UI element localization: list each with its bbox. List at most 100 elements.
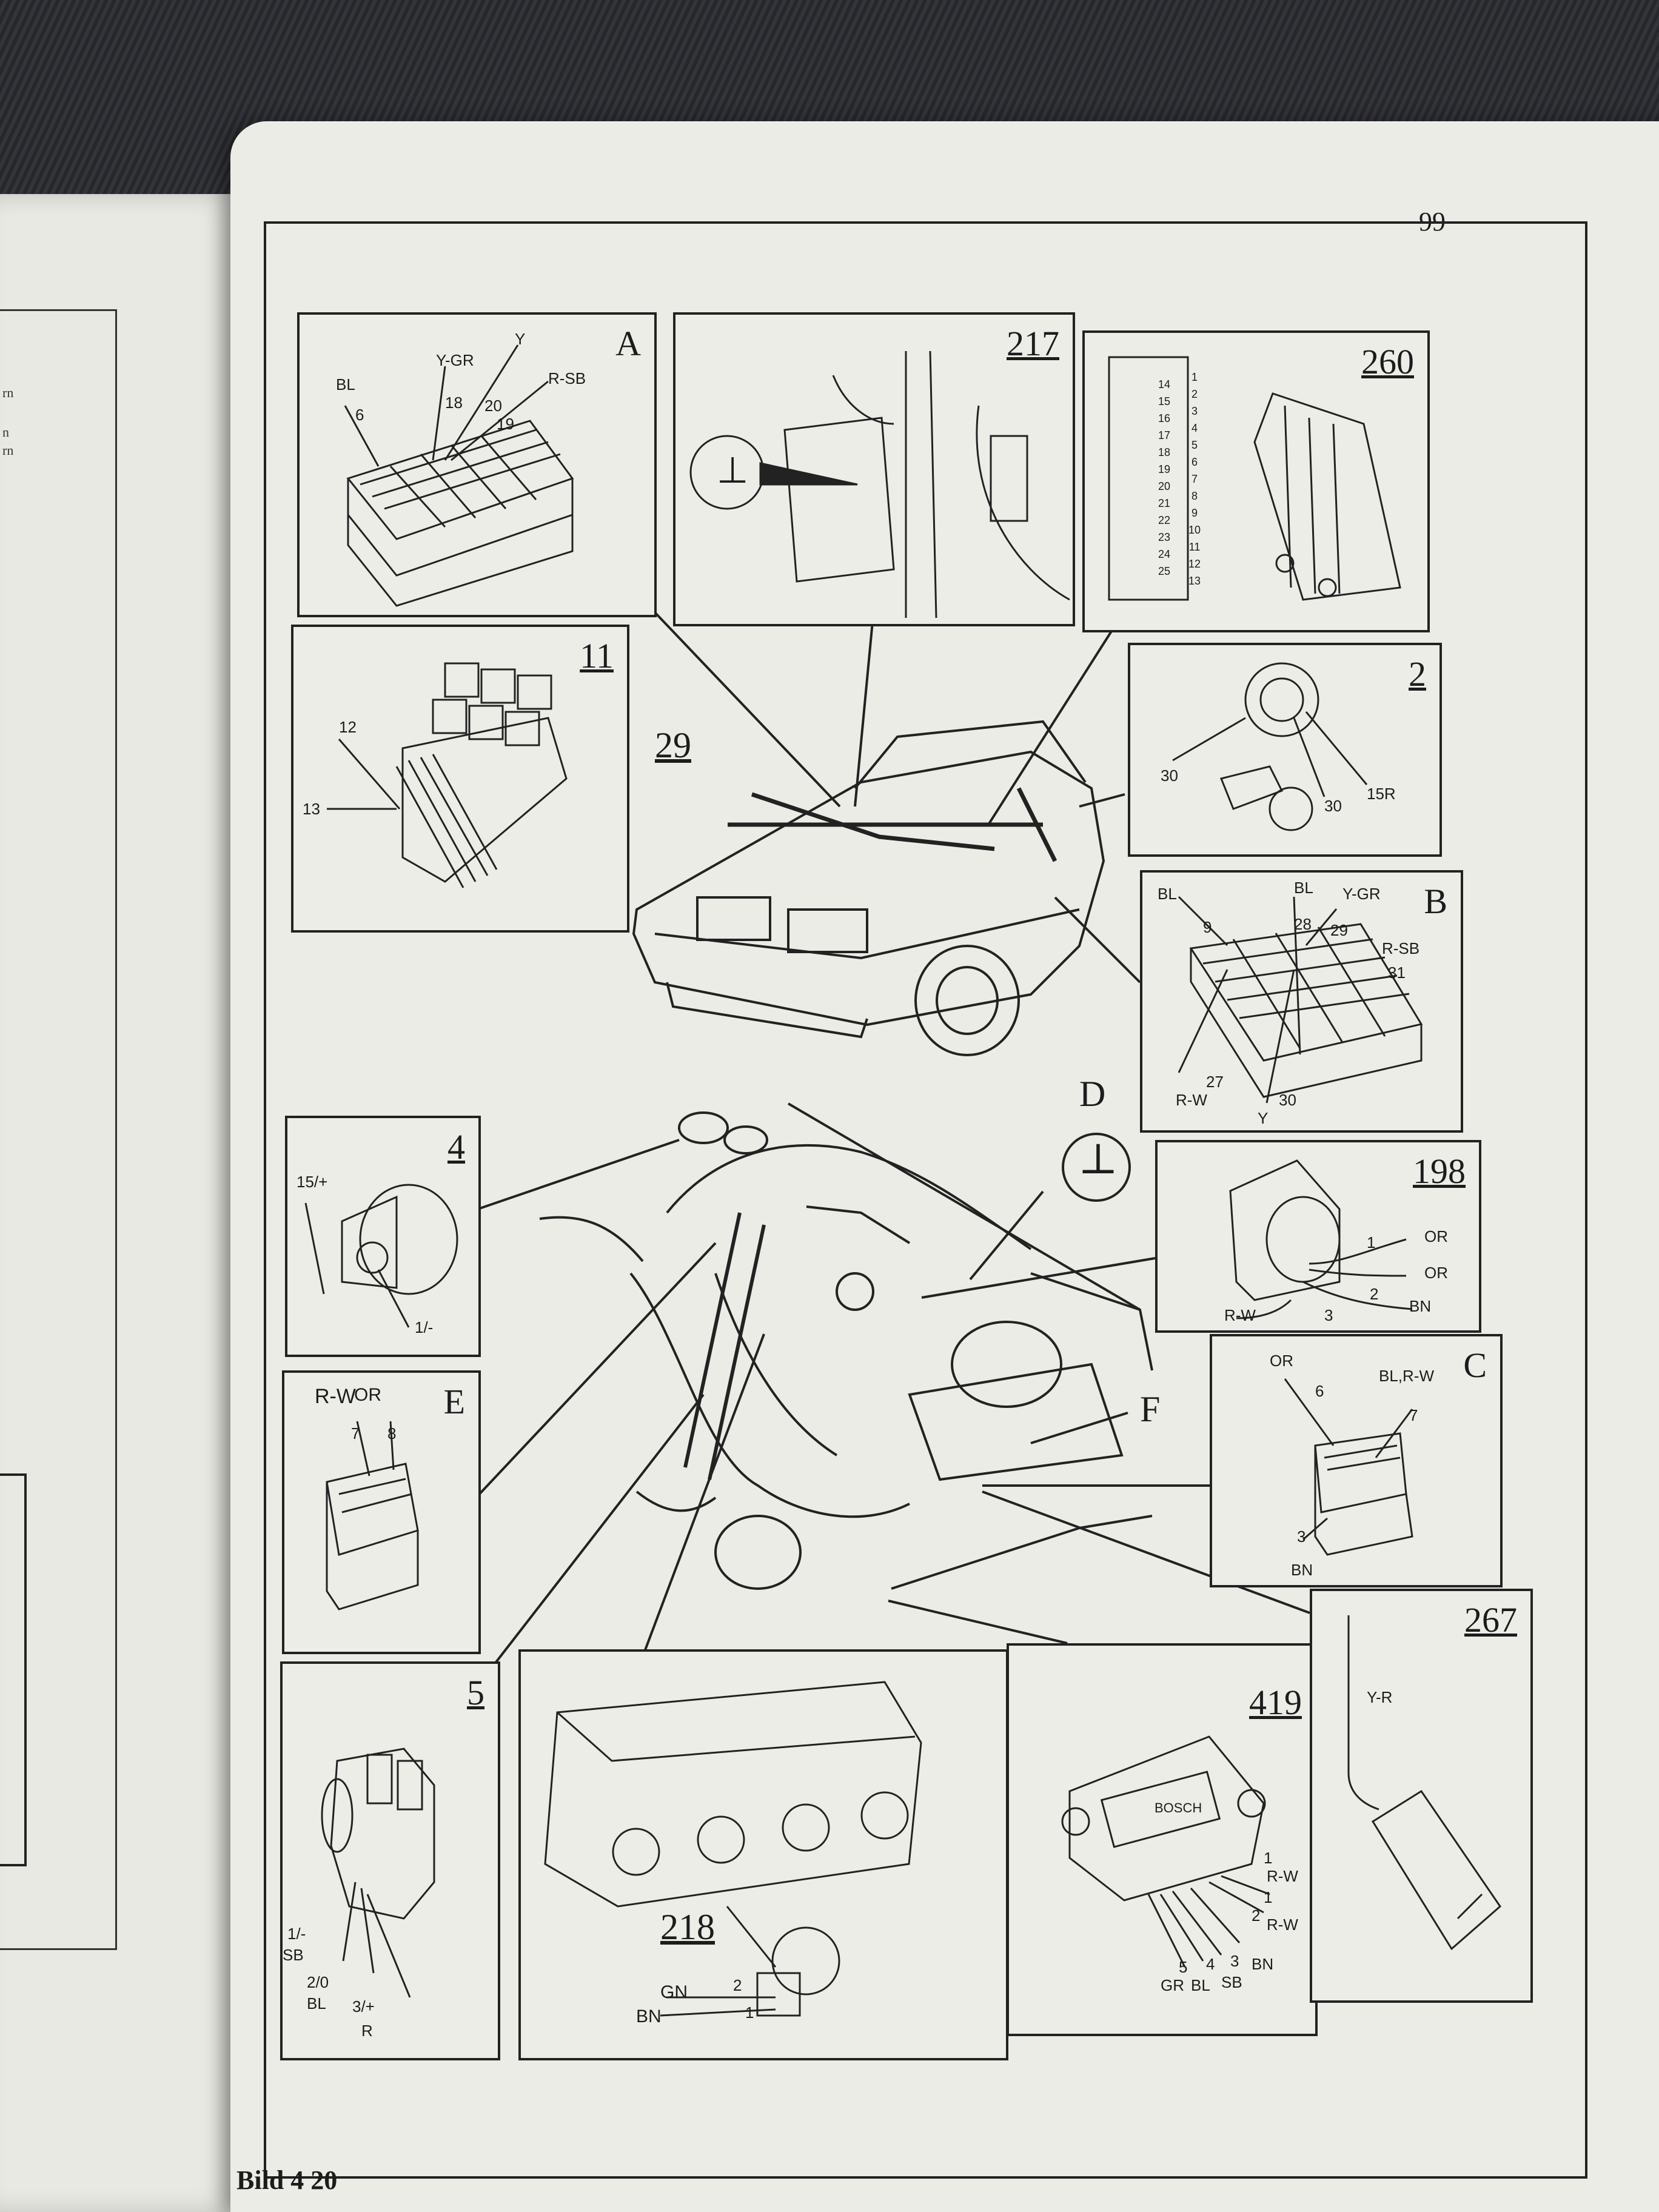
pin-number: 7: [1409, 1406, 1418, 1424]
wire-label: BN: [1291, 1561, 1313, 1579]
pin-number: 18: [445, 394, 463, 412]
wire-label: BN: [1252, 1955, 1274, 1973]
pin-number: 6: [355, 406, 364, 424]
pin-number: 1/-: [287, 1925, 306, 1943]
left-page-frame: [0, 309, 117, 1950]
wire-label: SB: [283, 1946, 304, 1964]
wire-label: OR: [1424, 1227, 1448, 1245]
pin-number: 6: [1315, 1382, 1324, 1400]
left-page: rn n rn: [0, 194, 243, 2212]
panel-label: E: [443, 1382, 465, 1421]
wire-label: R-W: [1176, 1091, 1207, 1109]
pin-number: 21: [1158, 497, 1171, 509]
engine-sketch: [539, 1102, 1153, 1590]
left-page-box: [0, 1473, 27, 1866]
wire-label: R-W: [315, 1385, 356, 1408]
panel-5: 5 1/- SB 2/0 BL 3/+ R: [280, 1661, 500, 2060]
pin-number: 8: [1191, 490, 1198, 502]
ground-symbol-icon: ⊥: [1078, 1136, 1118, 1183]
wire-label: GN: [660, 1982, 688, 2002]
left-fragment: rn: [2, 385, 14, 400]
wire-label: Y-R: [1367, 1688, 1393, 1706]
wire-label: BN: [1409, 1297, 1432, 1315]
pin-number: 1: [1191, 371, 1198, 383]
pin-number: 25: [1158, 565, 1171, 577]
pin-number: 2: [1370, 1285, 1379, 1303]
wire-label: GR: [1161, 1976, 1184, 1994]
panel-2: 2 30 30 15R: [1128, 643, 1442, 857]
wire-label: R-W: [1267, 1867, 1298, 1885]
panel-label: B: [1424, 882, 1447, 921]
wire-label: R-SB: [1382, 939, 1420, 957]
pin-number: 15/+: [297, 1173, 328, 1191]
wire-label: OR: [1424, 1264, 1448, 1282]
panel-267: 267 Y-R: [1310, 1589, 1533, 2003]
callout-D: D: [1079, 1074, 1106, 1114]
pin-number: 31: [1388, 964, 1406, 982]
pin-number: 1: [1264, 1849, 1273, 1867]
pin-number: 16: [1158, 412, 1171, 424]
pin-number: 17: [1158, 429, 1171, 441]
pin-number: 1: [1367, 1233, 1376, 1252]
panel-label: 419: [1249, 1683, 1302, 1722]
pin-number: 14: [1158, 378, 1171, 390]
wire-label: BL: [307, 1994, 326, 2013]
panel-A: A BL Y-GR Y R-SB 6 18 20 19: [297, 312, 657, 617]
wire-label: R-W: [1267, 1915, 1298, 1934]
pin-number: 29: [1330, 921, 1348, 939]
wire-label: R: [361, 2022, 373, 2040]
pin-number: 9: [1191, 507, 1198, 519]
pin-number: 3: [1191, 405, 1198, 417]
wire-label: Y: [1258, 1109, 1269, 1127]
pin-number: 20: [1158, 480, 1171, 492]
panel-4: 4 15/+ 1/-: [285, 1116, 481, 1357]
pin-number: 5: [1191, 439, 1198, 451]
car-sketch: [632, 720, 1105, 1056]
pin-number: 3: [1230, 1952, 1239, 1970]
pin-number: 19: [497, 415, 514, 433]
panel-E: E R-W OR 7 8: [282, 1370, 481, 1654]
pin-number: 13: [1188, 575, 1201, 587]
pin-number: 7: [1191, 473, 1198, 485]
left-fragment: rn: [2, 443, 14, 458]
panel-label: 4: [447, 1127, 465, 1167]
wire-label: BN: [636, 2006, 662, 2026]
left-fragment: n: [2, 424, 9, 440]
pin-number: 27: [1206, 1073, 1224, 1091]
pin-number: 15: [1158, 395, 1171, 407]
ground-symbol-icon: ⊥: [717, 451, 749, 491]
pin-number: 10: [1188, 524, 1201, 536]
pin-number: 20: [484, 397, 502, 415]
wire-label: BL: [1294, 879, 1313, 897]
callout-F: F: [1140, 1389, 1161, 1429]
pin-number: 4: [1206, 1955, 1215, 1973]
pin-number: 23: [1158, 531, 1171, 543]
bosch-logo: BOSCH: [1155, 1800, 1202, 1815]
wire-label: BL: [1158, 885, 1177, 903]
panel-label: C: [1463, 1346, 1487, 1385]
panel-11: 11 12 13: [291, 625, 629, 933]
panel-B: B BL BL Y-GR R-SB R-W Y 9 28 29 31 27 30: [1140, 870, 1463, 1133]
pin-number: 2: [1252, 1906, 1261, 1925]
pin-number: 30: [1324, 797, 1342, 815]
pin-number: 12: [339, 718, 357, 736]
pin-number: 13: [303, 800, 320, 818]
panel-label: 267: [1464, 1600, 1517, 1640]
pin-number: 30: [1279, 1091, 1296, 1109]
pin-number: 8: [387, 1424, 397, 1443]
wire-label: Y-GR: [1342, 885, 1381, 903]
panel-label: 11: [580, 636, 614, 675]
wire-label: Y-GR: [436, 351, 474, 369]
panel-260: 260: [1082, 330, 1430, 632]
pin-number: 2: [1191, 388, 1198, 400]
panel-419: 419 BOSCH 1 R-W 1 2 R-W BN 3 SB 4 BL 5 G…: [1007, 1643, 1318, 2036]
pin-number: 6: [1191, 456, 1198, 468]
pin-number: 2: [733, 1976, 742, 1994]
panel-217: 217 ⊥: [673, 312, 1075, 626]
diagram-frame: [264, 221, 1587, 2179]
wire-label: BL: [336, 375, 355, 394]
pin-number: 24: [1158, 548, 1171, 560]
pin-number: 18: [1158, 446, 1171, 458]
